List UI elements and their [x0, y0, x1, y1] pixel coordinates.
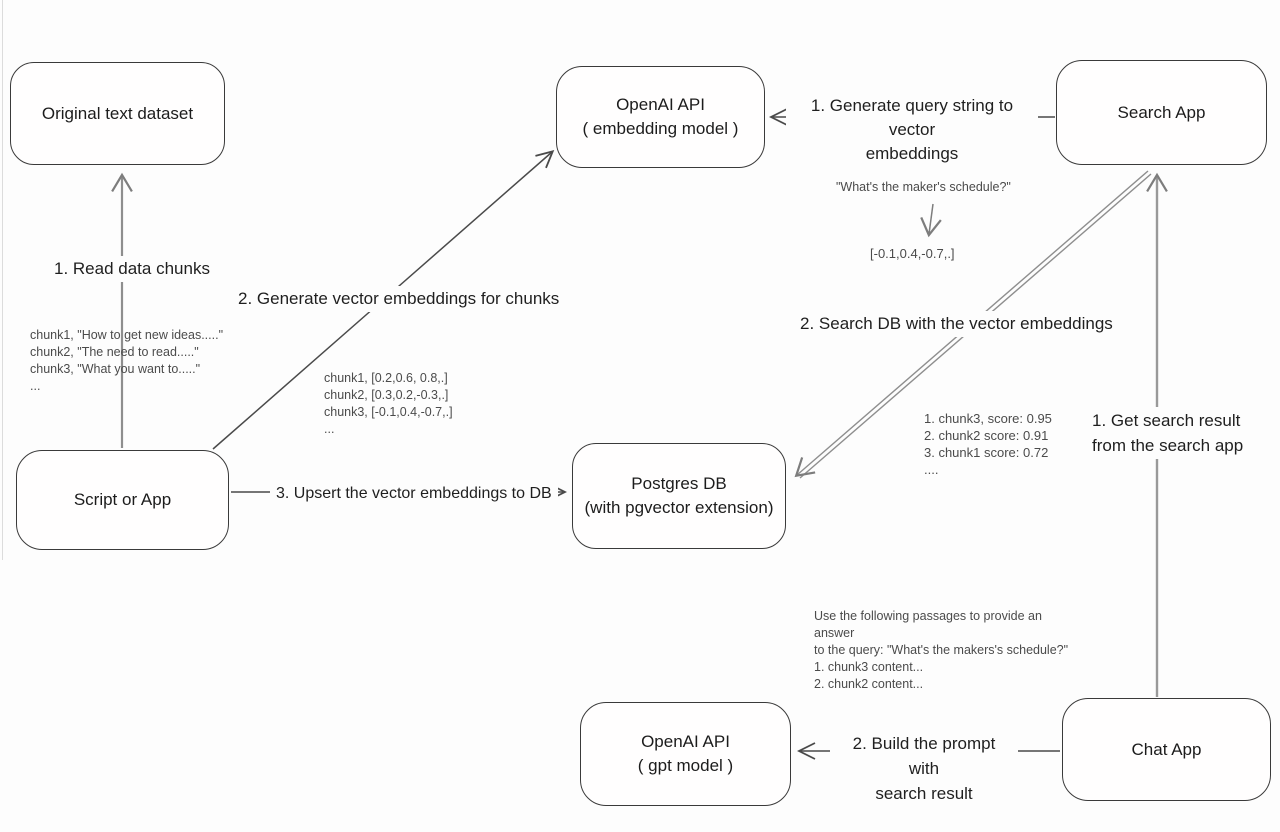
annotation-line: ....	[924, 462, 939, 477]
annotation-line: chunk2, [0.3,0.2,-0.3,.]	[324, 388, 449, 402]
node-label-line2: (with pgvector extension)	[584, 498, 774, 517]
annotation-chunk-vectors: chunk1, [0.2,0.6, 0.8,.] chunk2, [0.3,0.…	[324, 370, 453, 438]
node-openai-gpt: OpenAI API ( gpt model )	[580, 702, 791, 806]
node-label-line2: ( gpt model )	[637, 756, 734, 775]
edge-label-build-prompt: 2. Build the prompt with search result	[830, 730, 1018, 807]
edge-label-generate-embeddings: 2. Generate vector embeddings for chunks	[232, 286, 566, 312]
annotation-line: ...	[324, 422, 335, 436]
node-label: Script or App	[73, 490, 172, 509]
annotation-line: 2. chunk2 content...	[814, 677, 924, 691]
arrow-query-to-vector-small	[920, 203, 942, 238]
node-label-line2: ( embedding model )	[582, 119, 739, 138]
annotation-query-vector: [-0.1,0.4,-0.7,.]	[870, 246, 955, 261]
node-script-or-app: Script or App	[16, 450, 229, 550]
edge-label-search-db: 2. Search DB with the vector embeddings	[794, 311, 1119, 337]
edge-label-line1: 1. Generate query string to vector	[810, 96, 1014, 139]
annotation-line: to the query: "What's the makers's sched…	[814, 643, 1069, 657]
edge-label-line1: 2. Build the prompt with	[852, 734, 996, 778]
node-label: Chat App	[1131, 739, 1202, 759]
annotation-line: chunk1, "How to get new ideas....."	[30, 328, 224, 342]
edge-label-upsert-to-db: 3. Upsert the vector embeddings to DB	[270, 481, 558, 507]
annotation-search-scores: 1. chunk3, score: 0.95 2. chunk2 score: …	[924, 410, 1052, 478]
node-label: Original text dataset	[41, 103, 194, 123]
annotation-line: 1. chunk3, score: 0.95	[924, 411, 1052, 426]
annotation-line: ...	[30, 379, 41, 393]
annotation-line: 1. chunk3 content...	[814, 660, 924, 674]
annotation-query-string: "What's the maker's schedule?"	[836, 180, 1011, 194]
annotation-line: chunk1, [0.2,0.6, 0.8,.]	[324, 371, 448, 385]
edge-label-line2: embeddings	[865, 144, 959, 163]
node-label-line1: OpenAI API	[641, 732, 730, 751]
node-chat-app: Chat App	[1062, 698, 1271, 801]
annotation-prompt-text: Use the following passages to provide an…	[814, 608, 1074, 693]
edge-label-line2: from the search app	[1092, 436, 1244, 455]
annotation-line: chunk3, [-0.1,0.4,-0.7,.]	[324, 405, 453, 419]
edge-label-get-search-result: 1. Get search result from the search app	[1086, 407, 1252, 459]
edge-label-line2: search result	[875, 784, 973, 803]
node-label-line1: Postgres DB	[631, 474, 727, 493]
annotation-line: 2. chunk2 score: 0.91	[924, 428, 1049, 443]
edge-label-read-data-chunks: 1. Read data chunks	[48, 256, 216, 282]
canvas-left-edge	[2, 0, 3, 560]
node-openai-embedding: OpenAI API ( embedding model )	[556, 66, 765, 168]
annotation-chunk-texts: chunk1, "How to get new ideas....." chun…	[30, 327, 223, 395]
annotation-line: 3. chunk1 score: 0.72	[924, 445, 1049, 460]
edge-label-query-to-embedding: 1. Generate query string to vector embed…	[786, 93, 1038, 167]
edge-label-line1: 1. Get search result	[1092, 411, 1241, 430]
annotation-line: chunk2, "The need to read....."	[30, 345, 199, 359]
node-label: Search App	[1117, 102, 1206, 122]
node-postgres-db: Postgres DB (with pgvector extension)	[572, 443, 786, 549]
annotation-line: chunk3, "What you want to....."	[30, 362, 201, 376]
annotation-line: Use the following passages to provide an…	[814, 609, 1042, 640]
node-original-text-dataset: Original text dataset	[10, 62, 225, 165]
node-label-line1: OpenAI API	[616, 95, 705, 114]
node-search-app: Search App	[1056, 60, 1267, 165]
